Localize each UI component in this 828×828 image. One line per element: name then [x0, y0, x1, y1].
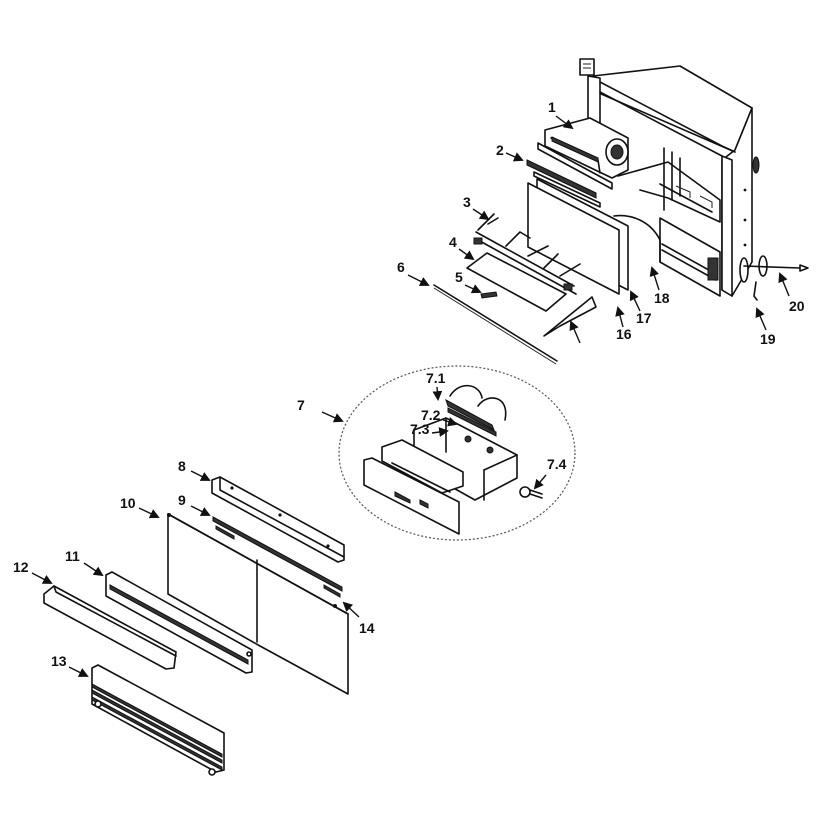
callout-11: 11 [65, 548, 104, 577]
part-19-clip [753, 281, 758, 301]
callout-14: 14 [342, 601, 375, 636]
part-1-heater-module [537, 117, 629, 190]
leader-arrow-icon [342, 601, 360, 618]
part-16-17-screen-panels [527, 178, 629, 295]
leader-arrow-icon [31, 572, 53, 584]
callout-12: 12 [13, 559, 53, 584]
leader-arrow-icon [442, 417, 458, 427]
leader-arrow-icon [431, 427, 449, 437]
leader-arrow-icon [629, 290, 641, 312]
callout-16: 16 [615, 306, 632, 342]
part-3-log-set [473, 213, 581, 295]
part-14-clip [333, 604, 337, 608]
part-12-face-bar [43, 585, 177, 670]
leader-arrow-icon [68, 666, 89, 677]
leader-arrow-icon [190, 505, 211, 516]
callout-10: 10 [120, 495, 160, 519]
part-5-bar [480, 291, 498, 299]
part-number-label: 10 [120, 495, 136, 511]
part-10-glass-panel [167, 513, 349, 695]
part-number-label: 14 [359, 620, 375, 636]
callout-7: 7 [297, 397, 344, 423]
callout-7-4: 7.4 [533, 456, 567, 490]
part-11-lower-trim [105, 571, 253, 674]
callout-4: 4 [449, 234, 475, 261]
part-number-label: 9 [178, 492, 186, 508]
callout-9: 9 [178, 492, 211, 516]
part-9-rail [212, 516, 343, 598]
part-number-label: 7.4 [547, 456, 567, 472]
part-4-ember-tray [466, 252, 567, 312]
callout-13: 13 [51, 653, 89, 677]
part-number-label: 7.2 [421, 407, 441, 423]
part-number-label: 3 [463, 194, 471, 210]
callout-unlabeled-bracket [569, 320, 581, 344]
leader-arrow-icon [458, 248, 475, 261]
leader-arrow-icon [755, 307, 767, 331]
leader-arrow-icon [533, 474, 547, 490]
detail-ellipse [338, 365, 576, 541]
part-6-rod [433, 284, 558, 365]
callout-20: 20 [778, 272, 805, 314]
part-number-label: 7.3 [410, 421, 430, 437]
part-number-label: 7 [297, 397, 305, 413]
part-number-label: 6 [397, 259, 405, 275]
callout-18: 18 [649, 266, 670, 306]
leader-arrow-icon [138, 507, 160, 519]
part-2-led-strip [526, 159, 601, 208]
callout-17: 17 [629, 290, 652, 326]
part-number-label: 13 [51, 653, 67, 669]
part-number-label: 7.1 [426, 370, 446, 386]
part-8-top-trim [211, 476, 345, 563]
leader-arrow-icon [649, 266, 660, 291]
part-number-label: 19 [760, 331, 776, 347]
leader-arrow-icon [505, 152, 524, 162]
leader-arrow-icon [83, 562, 104, 577]
leader-arrow-icon [464, 284, 482, 294]
leader-arrow-icon [321, 411, 344, 423]
callout-7-1: 7.1 [426, 370, 446, 401]
leader-arrow-icon [778, 272, 790, 297]
part-number-label: 5 [455, 269, 463, 285]
part-7-4-plug [519, 486, 543, 499]
leader-arrow-icon [432, 386, 443, 401]
callout-layer: 12345677.17.27.37.4891011121314161718192… [13, 99, 805, 677]
part-20-power-cord [743, 255, 809, 277]
part-number-label: 17 [636, 310, 652, 326]
callout-3: 3 [463, 194, 490, 221]
leader-arrow-icon [569, 320, 581, 344]
leader-arrow-icon [407, 274, 430, 286]
leader-arrow-icon [555, 115, 574, 130]
leader-arrow-icon [472, 208, 490, 221]
part-number-label: 11 [65, 548, 80, 564]
callout-8: 8 [178, 458, 211, 481]
callout-19: 19 [755, 307, 776, 347]
vent-grille-icon [707, 257, 719, 281]
callout-1: 1 [548, 99, 574, 130]
leader-arrow-icon [190, 470, 211, 481]
part-number-label: 4 [449, 234, 457, 250]
part-7-control-assembly [338, 365, 576, 541]
leader-arrow-icon [615, 306, 625, 328]
part-number-label: 8 [178, 458, 186, 474]
callout-7-3: 7.3 [410, 421, 449, 437]
callout-2: 2 [496, 142, 524, 162]
firebox-chassis [579, 58, 760, 297]
label-tag-icon [579, 58, 595, 76]
part-number-label: 20 [789, 298, 805, 314]
part-13-louvre [91, 664, 225, 776]
callout-7-2: 7.2 [421, 407, 458, 427]
callout-6: 6 [397, 259, 430, 286]
part-number-label: 12 [13, 559, 29, 575]
part-number-label: 1 [548, 99, 556, 115]
callout-5: 5 [455, 269, 482, 294]
part-number-label: 2 [496, 142, 504, 158]
part-number-label: 16 [616, 326, 632, 342]
part-number-label: 18 [654, 290, 670, 306]
wedge-bracket [543, 296, 597, 337]
